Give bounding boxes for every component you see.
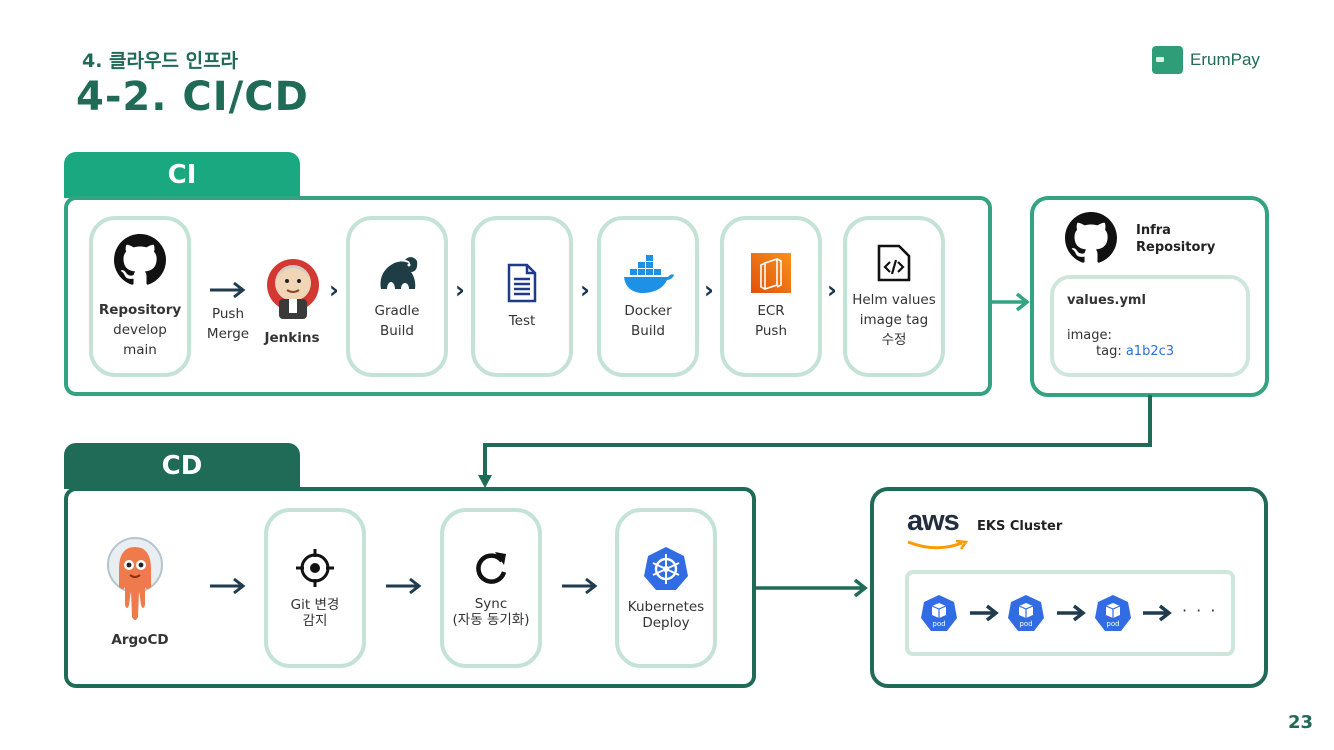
values-tag-line: tag: a1b2c3 <box>1096 343 1174 360</box>
docker-build-step: Docker Build <box>597 216 699 377</box>
git-change-detect-step: Git 변경 감지 <box>264 508 366 668</box>
values-file-name: values.yml <box>1067 293 1146 308</box>
arrow-right-icon <box>386 577 422 595</box>
infra-title-line1: Infra <box>1136 223 1171 238</box>
ecr-line1: ECR <box>757 302 785 319</box>
test-step: Test <box>471 216 573 377</box>
argocd-icon <box>107 537 163 620</box>
docker-line2: Build <box>631 322 665 339</box>
brand-logo: ErumPay <box>1152 46 1260 74</box>
argocd-label: ArgoCD <box>111 632 169 648</box>
jenkins-label: Jenkins <box>264 330 320 346</box>
infra-title-line2: Repository <box>1136 240 1216 255</box>
logo-text: ErumPay <box>1190 50 1260 69</box>
helm-line2: image tag <box>859 311 929 328</box>
push-label: Push <box>211 306 245 322</box>
jenkins-icon <box>267 259 319 319</box>
helm-values-step: Helm values image tag 수정 <box>843 216 945 377</box>
page-title: 4-2. CI/CD <box>76 74 309 120</box>
repo-branch-main: main <box>123 341 157 358</box>
k8s-line1: Kubernetes <box>627 599 705 615</box>
gradle-line2: Build <box>380 322 414 339</box>
git-change-line1: Git 변경 <box>290 597 340 613</box>
section-subtitle: 4. 클라우드 인프라 <box>82 50 239 72</box>
docker-icon <box>624 254 674 293</box>
arrow-right-icon <box>1143 604 1172 622</box>
connector-arrow <box>478 395 1152 488</box>
test-label: Test <box>508 312 536 329</box>
docker-line1: Docker <box>624 302 672 319</box>
gradle-line1: Gradle <box>374 302 420 319</box>
document-icon <box>507 263 537 302</box>
chevron-right-icon: › <box>329 276 339 304</box>
arrow-right-icon <box>562 577 598 595</box>
chevron-right-icon: › <box>455 276 465 304</box>
gradle-build-step: Gradle Build <box>346 216 448 377</box>
refresh-icon <box>476 552 507 584</box>
pod-label: pod <box>932 620 946 628</box>
code-file-icon <box>877 244 911 281</box>
target-icon <box>296 549 334 587</box>
kubernetes-icon <box>644 547 688 590</box>
github-icon <box>1065 212 1117 263</box>
cd-tab: CD <box>64 443 300 489</box>
gradle-icon <box>380 256 418 289</box>
sync-step: Sync (자동 동기화) <box>440 508 542 668</box>
kubernetes-deploy-step: Kubernetes Deploy <box>615 508 717 668</box>
infra-title: Infra Repository <box>1136 222 1215 256</box>
ecr-push-step: ECR Push <box>720 216 822 377</box>
github-icon <box>114 233 166 285</box>
arrow-right-icon <box>210 577 246 595</box>
repo-branch-develop: develop <box>113 321 167 338</box>
values-tag-value: a1b2c3 <box>1125 344 1175 359</box>
arrow-right-icon <box>1057 604 1086 622</box>
eks-title: EKS Cluster <box>977 519 1063 534</box>
ci-tab: CI <box>64 152 300 198</box>
arrow-right-icon <box>754 578 868 598</box>
helm-line3: 수정 <box>881 331 907 348</box>
pods-container <box>905 570 1235 656</box>
values-image-key: image: <box>1067 328 1112 343</box>
ecr-icon <box>751 252 791 293</box>
aws-logo: aws <box>907 505 960 537</box>
pod-icon <box>1095 595 1131 631</box>
arrow-right-icon <box>990 292 1030 312</box>
repository-pill: Repository develop main <box>89 216 191 377</box>
push-merge-label: Push Merge <box>203 304 253 344</box>
pod-label: pod <box>1019 620 1033 628</box>
ecr-line2: Push <box>754 322 788 339</box>
sync-line1: Sync <box>474 596 508 612</box>
aws-smile-icon <box>907 539 968 550</box>
merge-label: Merge <box>206 326 250 342</box>
pod-label: pod <box>1106 620 1120 628</box>
chevron-right-icon: › <box>704 276 714 304</box>
arrow-right-icon <box>970 604 999 622</box>
pod-icon <box>1008 595 1044 631</box>
sync-line2: (자동 동기화) <box>452 612 530 628</box>
wallet-card-icon <box>1152 46 1183 74</box>
pod-icon <box>921 595 957 631</box>
values-yml-card <box>1050 275 1250 377</box>
page-number: 23 <box>1288 712 1314 733</box>
git-change-line2: 감지 <box>302 613 328 629</box>
more-pods-ellipsis: · · · <box>1182 601 1218 620</box>
arrow-right-icon <box>210 281 246 299</box>
k8s-line2: Deploy <box>642 615 690 631</box>
values-tag-key: tag: <box>1096 344 1122 359</box>
chevron-right-icon: › <box>580 276 590 304</box>
chevron-right-icon: › <box>827 276 837 304</box>
helm-line1: Helm values <box>852 291 936 308</box>
repo-title: Repository <box>98 301 182 318</box>
